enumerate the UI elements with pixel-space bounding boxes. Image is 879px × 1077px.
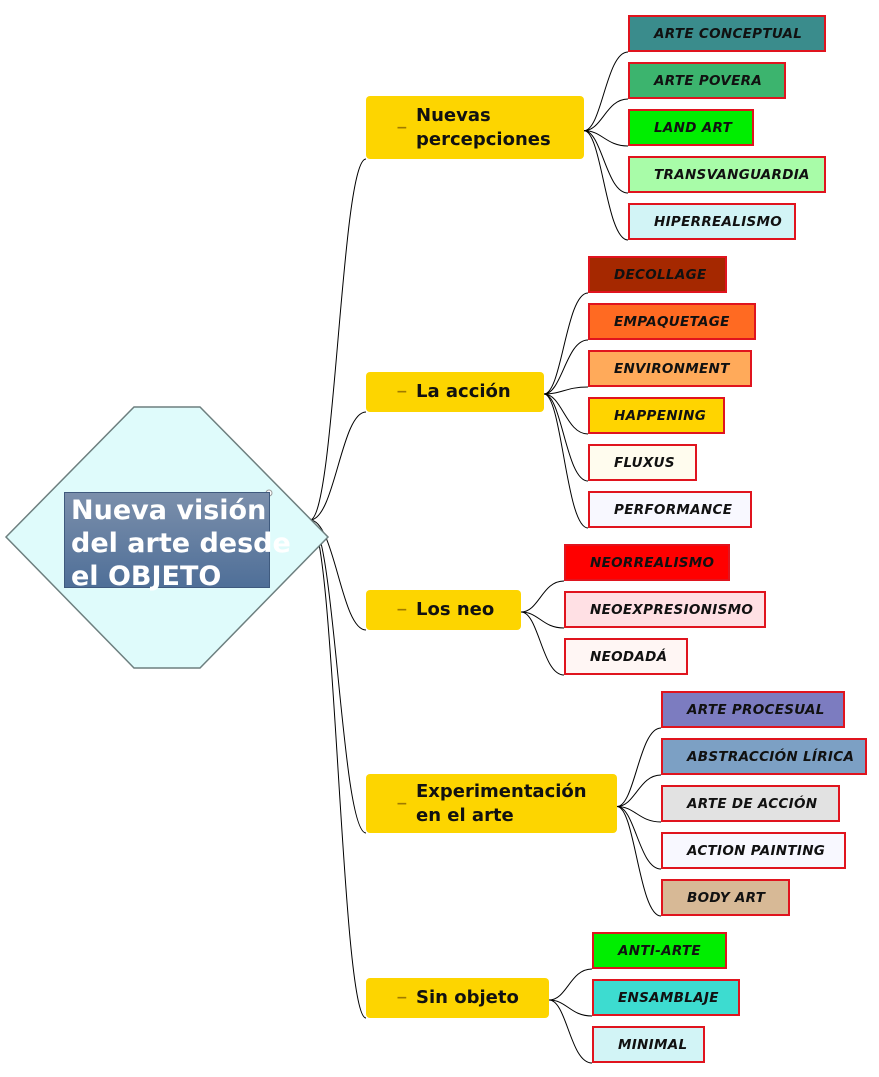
connector-nuevas-percepciones-leaf <box>583 130 629 194</box>
connector-nuevas-percepciones-leaf <box>583 51 629 132</box>
connector-experimentacion-leaf <box>616 805 662 917</box>
connector-center-to-los-neo <box>309 519 367 631</box>
leaf-node[interactable]: ARTE CONCEPTUAL <box>628 15 826 52</box>
connector-la-accion-leaf <box>543 393 589 482</box>
connector-nuevas-percepciones-leaf <box>583 130 629 241</box>
leaf-node[interactable]: HIPERREALISMO <box>628 203 796 240</box>
connector-los-neo-leaf <box>520 611 565 676</box>
branch-los-neo[interactable]: −Los neo <box>366 590 521 630</box>
connector-experimentacion-leaf <box>616 727 662 807</box>
leaf-node[interactable]: EMPAQUETAGE <box>588 303 756 340</box>
branch-label-line: Los neo <box>416 599 495 620</box>
leaf-node[interactable]: ACTION PAINTING <box>661 832 846 869</box>
leaf-node[interactable]: FLUXUS <box>588 444 697 481</box>
connector-sin-objeto-leaf <box>548 968 593 1001</box>
central-topic-line-2: del arte desde <box>71 528 291 559</box>
branch-label-line: Nuevas <box>416 104 491 126</box>
leaf-node[interactable]: HAPPENING <box>588 397 725 434</box>
central-topic-line-3: el OBJETO <box>71 561 222 592</box>
collapse-icon[interactable]: − <box>396 119 408 136</box>
branch-label: Los neo <box>416 598 494 622</box>
branch-label: Sin objeto <box>416 986 519 1010</box>
connector-nuevas-percepciones-leaf <box>583 98 629 132</box>
leaf-node[interactable]: ENSAMBLAJE <box>592 979 740 1016</box>
connector-sin-objeto-leaf <box>548 999 593 1064</box>
leaf-node[interactable]: BODY ART <box>661 879 790 916</box>
central-topic[interactable]: Nueva visión del arte desde el OBJETO <box>64 492 291 592</box>
leaf-node[interactable]: NEOEXPRESIONISMO <box>564 591 766 628</box>
leaf-node[interactable]: MINIMAL <box>592 1026 705 1063</box>
connector-los-neo-leaf <box>520 580 565 613</box>
leaf-node[interactable]: ABSTRACCIÓN LÍRICA <box>661 738 867 775</box>
connector-center-to-nuevas-percepciones <box>309 158 367 521</box>
leaf-node[interactable]: ENVIRONMENT <box>588 350 752 387</box>
connector-la-accion-leaf <box>543 339 589 395</box>
branch-label-line: Experimentación <box>416 780 587 802</box>
branch-label-line: La acción <box>416 381 511 402</box>
branch-label: La acción <box>416 380 511 404</box>
collapse-icon[interactable]: − <box>396 795 408 812</box>
branch-sin-objeto[interactable]: −Sin objeto <box>366 978 549 1018</box>
collapse-icon[interactable]: − <box>396 602 408 618</box>
connector-nuevas-percepciones-leaf <box>583 130 629 147</box>
connector-los-neo-leaf <box>520 611 565 629</box>
leaf-node[interactable]: ARTE POVERA <box>628 62 786 99</box>
central-topic-line-1: Nueva visión <box>71 495 267 526</box>
connector-experimentacion-leaf <box>616 774 662 807</box>
leaf-node[interactable]: TRANSVANGUARDIA <box>628 156 826 193</box>
leaf-node[interactable]: ARTE DE ACCIÓN <box>661 785 840 822</box>
connector-la-accion-leaf <box>543 292 589 395</box>
leaf-node[interactable]: LAND ART <box>628 109 754 146</box>
connector-experimentacion-leaf <box>616 805 662 823</box>
connector-center-to-la-accion <box>309 411 367 521</box>
connector-la-accion-leaf <box>543 393 589 529</box>
branch-label-line: en el arte <box>416 804 514 826</box>
collapse-icon[interactable]: − <box>396 384 408 400</box>
connector-la-accion-leaf <box>543 386 589 395</box>
leaf-node[interactable]: PERFORMANCE <box>588 491 752 528</box>
leaf-node[interactable]: ARTE PROCESUAL <box>661 691 845 728</box>
connector-la-accion-leaf <box>543 393 589 435</box>
leaf-node[interactable]: NEODADÁ <box>564 638 688 675</box>
connector-experimentacion-leaf <box>616 805 662 870</box>
leaf-node[interactable]: ANTI-ARTE <box>592 932 727 969</box>
branch-label-line: percepciones <box>416 128 551 150</box>
connector-sin-objeto-leaf <box>548 999 593 1017</box>
branch-la-accion[interactable]: −La acción <box>366 372 544 412</box>
leaf-node[interactable]: DECOLLAGE <box>588 256 727 293</box>
collapse-icon[interactable]: − <box>396 990 408 1006</box>
leaf-node[interactable]: NEORREALISMO <box>564 544 730 581</box>
branch-label-line: Sin objeto <box>416 987 519 1008</box>
